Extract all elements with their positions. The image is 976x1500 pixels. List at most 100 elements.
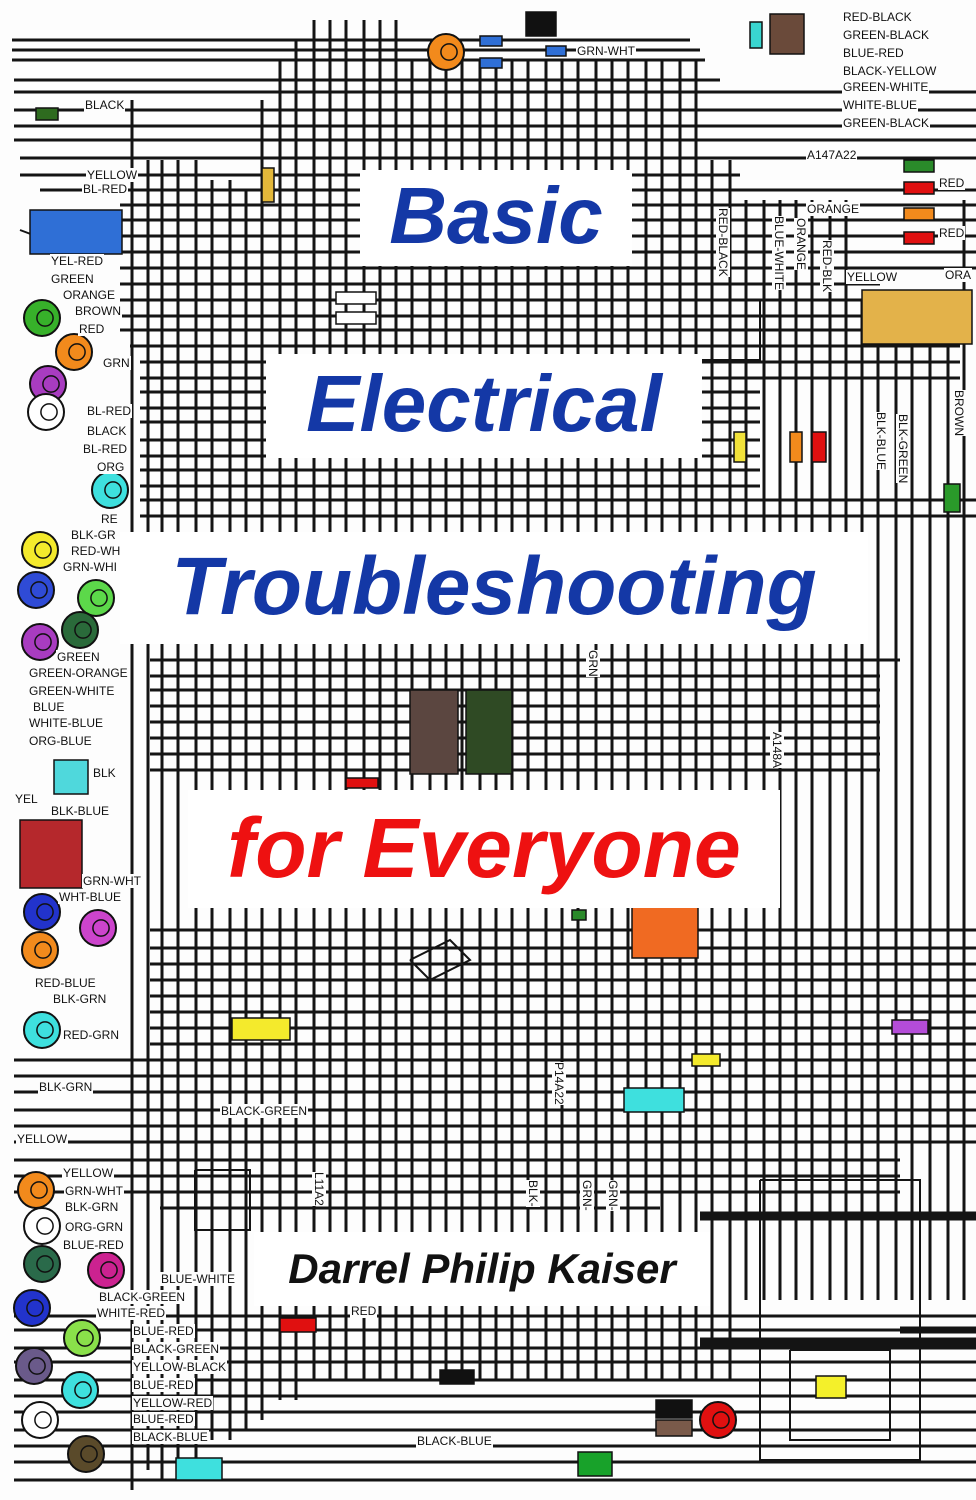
wire-label-vertical: P14A22	[552, 1062, 566, 1105]
wire-label: WHITE-BLUE	[28, 716, 105, 730]
wire-label: RED	[78, 322, 106, 336]
socket-connector	[77, 579, 115, 617]
wire-label: BL-RED	[86, 404, 133, 418]
socket-pin	[34, 941, 52, 959]
connector-red	[811, 431, 827, 463]
wire-label: WHITE-BLUE	[842, 98, 919, 112]
wire-label: YELLOW	[86, 168, 139, 182]
wire-label: BLACK-GREEN	[98, 1290, 187, 1304]
wire-label: ORG-GRN	[64, 1220, 124, 1234]
wire-label: GREEN-WHITE	[28, 684, 116, 698]
wire-label: BLK-BLUE	[50, 804, 111, 818]
connector-blue	[479, 35, 503, 47]
socket-connector	[17, 571, 55, 609]
socket-pin	[712, 1411, 730, 1429]
wire-label: BL-RED	[82, 182, 129, 196]
socket-pin	[80, 1445, 98, 1463]
wire-label-vertical: GRN	[586, 650, 600, 677]
wire-label: RED	[938, 226, 966, 240]
connector-brown	[769, 13, 805, 55]
wire-label: BLK-GR	[70, 528, 117, 542]
connector-cyan	[53, 759, 89, 795]
wire-label-vertical: RED-BLACK	[716, 208, 730, 277]
wire-label: GREEN	[56, 650, 101, 664]
socket-connector	[427, 33, 465, 71]
connector-green	[943, 483, 961, 513]
socket-connector	[21, 623, 59, 661]
connector-green	[903, 159, 935, 173]
connector-white	[335, 291, 377, 305]
connector-orange	[789, 431, 803, 463]
socket-pin	[34, 1411, 52, 1429]
socket-connector	[15, 1347, 53, 1385]
wire-label: ORG-BLUE	[28, 734, 93, 748]
author-name: Darrel Philip Kaiser	[254, 1232, 710, 1306]
wire-label-vertical: L11A2	[312, 1172, 326, 1206]
socket-connector	[67, 1435, 105, 1473]
connector-blue	[545, 45, 567, 57]
socket-pin	[36, 1217, 54, 1235]
connector-red	[279, 1317, 317, 1333]
wire-label: ORANGE	[806, 202, 861, 216]
wire-label: BLUE-RED	[842, 46, 905, 60]
wire-label-vertical: GRN-	[606, 1180, 620, 1211]
socket-pin	[68, 343, 86, 361]
connector-green	[35, 107, 59, 121]
title-line-basic: Basic	[360, 170, 632, 266]
wire-label-vertical: BROWN	[952, 390, 966, 436]
connector-block-blue	[29, 209, 123, 255]
wire-label: YELLOW	[16, 1132, 69, 1146]
connector-orange	[903, 207, 935, 221]
wire-label-vertical: ORANGE	[794, 218, 808, 271]
socket-pin	[90, 589, 108, 607]
connector-purple	[891, 1019, 929, 1035]
connector-red	[903, 231, 935, 245]
socket-pin	[74, 1381, 92, 1399]
wire	[700, 299, 761, 361]
wire-label: BLUE-RED	[132, 1324, 195, 1338]
wire-label-vertical: BLK-	[526, 1180, 540, 1207]
wire-label: GREEN-BLACK	[842, 116, 931, 130]
connector-black	[525, 11, 557, 37]
wire-label: WHITE-RED	[96, 1306, 166, 1320]
connector-red	[903, 181, 935, 195]
wire	[194, 1169, 251, 1231]
wire-label: BLUE-RED	[132, 1378, 195, 1392]
wire-label: BLUE-RED	[62, 1238, 125, 1252]
connector-cyan	[749, 21, 763, 49]
socket-pin	[104, 481, 122, 499]
wire-label-vertical: BLK-GREEN	[896, 414, 910, 484]
socket-pin	[92, 919, 110, 937]
socket-pin	[76, 1329, 94, 1347]
wire-label: RED	[350, 1304, 378, 1318]
wire-label: GREEN-ORANGE	[28, 666, 129, 680]
connector-black	[439, 1369, 475, 1385]
wire-label: RED-WH	[70, 544, 122, 558]
connector-block-red	[19, 819, 83, 889]
socket-connector	[21, 931, 59, 969]
socket-pin	[34, 541, 52, 559]
connector-block-orange	[631, 905, 699, 959]
wire-label: BLACK-YELLOW	[842, 64, 938, 78]
socket-pin	[440, 43, 458, 61]
wire-label: A147A22	[806, 148, 858, 162]
socket-connector	[87, 1251, 125, 1289]
wire-label: YELLOW-BLACK	[132, 1360, 228, 1374]
wire-label: YELLOW-RED	[132, 1396, 214, 1410]
wire-label-vertical: BLK-BLUE	[874, 412, 888, 471]
wire-label: ORA	[944, 268, 973, 282]
wire-label: GRN-WHT	[64, 1184, 124, 1198]
socket-pin	[36, 1255, 54, 1273]
wire-label: RED-GRN	[62, 1028, 120, 1042]
socket-connector	[55, 333, 93, 371]
wire	[409, 938, 472, 982]
socket-connector	[13, 1289, 51, 1327]
wire-label: BLACK	[84, 98, 126, 112]
socket-pin	[36, 309, 54, 327]
subtitle-for-everyone: for Everyone	[188, 790, 780, 908]
connector-red	[345, 777, 379, 789]
wire-label: GREEN-WHITE	[842, 80, 930, 94]
wire-label: BLUE-RED	[132, 1412, 195, 1426]
wire-label: BLACK-GREEN	[220, 1104, 309, 1118]
